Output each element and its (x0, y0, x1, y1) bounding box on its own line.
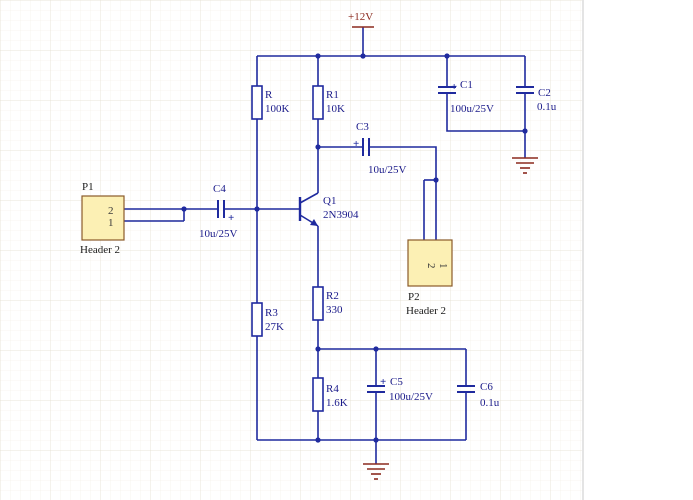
supply-label: +12V (348, 11, 373, 23)
junction-dot (360, 53, 366, 59)
label-r1-value: 10K (326, 103, 345, 115)
label-c3-ref: C3 (356, 121, 369, 133)
label-p1-ref: P1 (82, 181, 94, 193)
label-r4-ref: R4 (326, 383, 339, 395)
header-p2: 2 1 (407, 239, 453, 287)
header-p1-body (81, 195, 125, 241)
resistor-r2-body (312, 286, 324, 321)
ground-symbol-top (512, 157, 538, 174)
label-c4-value: 10u/25V (199, 228, 238, 240)
label-q1-ref: Q1 (323, 195, 336, 207)
label-p2-value: Header 2 (406, 305, 446, 317)
junction-dot (315, 144, 321, 150)
label-p1-value: Header 2 (80, 244, 120, 256)
resistor-r-body (251, 85, 263, 120)
label-r-ref: R (265, 89, 273, 101)
header-p2-pin-2: 2 (425, 263, 437, 269)
wire-c1-bottom (446, 93, 525, 132)
label-c2-value: 0.1u (537, 101, 557, 113)
junction-dot (315, 53, 321, 59)
label-r2-value: 330 (326, 304, 343, 316)
header-p1-pin-2: 2 (108, 205, 114, 217)
header-p2-body (407, 239, 453, 287)
header-p1: 2 1 (81, 195, 125, 241)
resistor-r1-body (312, 85, 324, 120)
q1-collector-lead (299, 192, 319, 204)
header-labels: P1 Header 2 P2 Header 2 (80, 181, 446, 317)
label-c3-value: 10u/25V (368, 164, 407, 176)
junction-dot (373, 346, 379, 352)
label-c5-value: 100u/25V (389, 391, 433, 403)
label-r2-ref: R2 (326, 290, 339, 302)
resistor-r4-body (312, 377, 324, 412)
q1-emitter-arrow-icon (310, 219, 318, 226)
junction-dot (373, 437, 379, 443)
label-r4-value: 1.6K (326, 397, 348, 409)
c4-polarity: + (228, 212, 234, 224)
label-c1-ref: C1 (460, 79, 473, 91)
grid-background (0, 0, 582, 500)
junctions (181, 53, 528, 443)
c5-polarity: + (380, 376, 386, 388)
label-c4-ref: C4 (213, 183, 226, 195)
label-c6-value: 0.1u (480, 397, 500, 409)
wire-c3-right (369, 146, 437, 240)
junction-dot (433, 177, 439, 183)
junction-dot (254, 206, 260, 212)
label-c6-ref: C6 (480, 381, 493, 393)
label-q1-value: 2N3904 (323, 209, 359, 221)
junction-dot (444, 53, 450, 59)
header-p2-pin-1: 1 (437, 263, 449, 269)
junction-dot (522, 128, 528, 134)
label-c5-ref: C5 (390, 376, 403, 388)
label-r-value: 100K (265, 103, 290, 115)
resistor-bodies (251, 85, 324, 412)
supply-symbol: +12V (348, 11, 374, 28)
component-labels: R 100K R1 10K R2 330 R3 27K R4 1.6K C1 1… (199, 79, 557, 409)
junction-dot (315, 346, 321, 352)
label-p2-ref: P2 (408, 291, 420, 303)
junction-dot (315, 437, 321, 443)
label-c2-ref: C2 (538, 87, 551, 99)
ground-symbol-bottom (363, 463, 389, 480)
c1-polarity: + (451, 81, 457, 93)
capacitor-plates (217, 86, 534, 393)
label-r3-value: 27K (265, 321, 284, 333)
label-r3-ref: R3 (265, 307, 278, 319)
resistor-r3-body (251, 302, 263, 337)
header-p1-pin-1: 1 (108, 217, 114, 229)
label-c1-value: 100u/25V (450, 103, 494, 115)
transistor-q1 (298, 192, 319, 227)
junction-dot (181, 206, 187, 212)
polarity-marks: + + + + (228, 81, 457, 388)
label-r1-ref: R1 (326, 89, 339, 101)
c3-polarity: + (353, 138, 359, 150)
